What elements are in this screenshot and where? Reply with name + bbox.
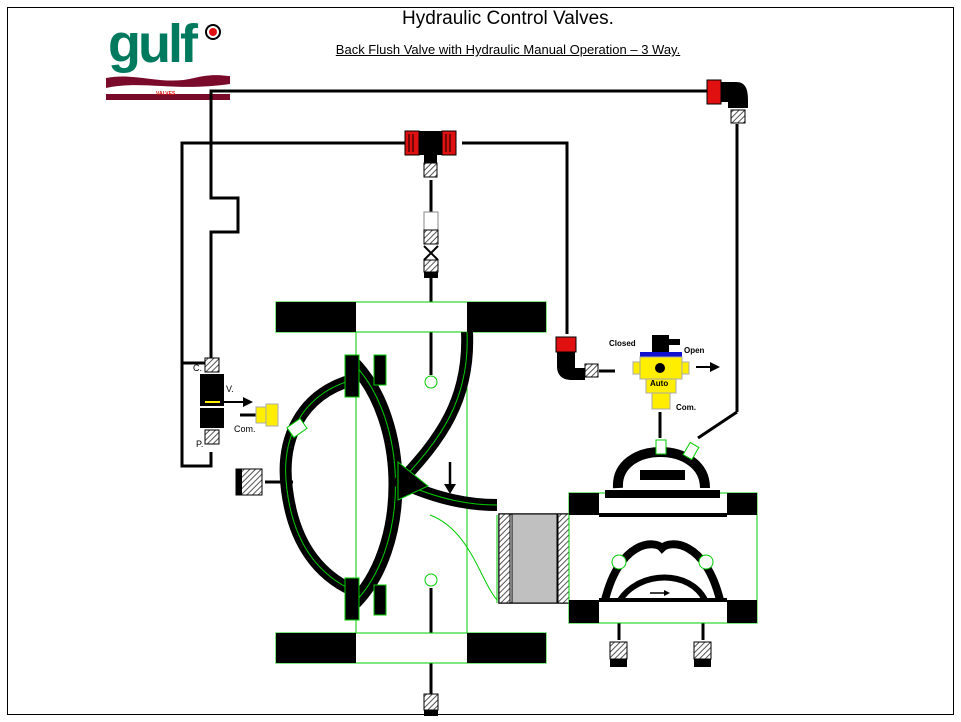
port-plugs [235,468,712,716]
gulf-logo: gulf VALVES [104,14,232,104]
logo-mark-icon [205,24,221,40]
manual-selector [632,335,720,410]
filter-spool [498,513,570,604]
logo-wave [106,75,230,100]
label-p-port: P. [196,439,204,449]
logo-wordmark: gulf [108,14,198,74]
elbow-fitting-top [706,79,748,124]
label-com-left: Com. [234,424,256,434]
diagram-frame [7,7,954,715]
elbow-fitting-mid [555,336,599,380]
strainer-fitting [423,211,439,278]
yellow-fitting-left [255,403,279,427]
left-relay [200,357,253,445]
label-com-right: Com. [676,403,696,412]
logo-mark-inner [209,28,217,36]
label-auto: Auto [650,379,669,388]
page-subtitle: Back Flush Valve with Hydraulic Manual O… [335,42,681,57]
main-valve-body [275,301,547,664]
label-closed: Closed [609,339,636,348]
three-way-valve-body [568,439,758,624]
label-c-port: C. [193,363,202,373]
label-v-port: V. [226,384,234,394]
page-title: Hydraulic Control Valves. [402,8,614,29]
label-open: Open [684,346,705,355]
logo-tagline: VALVES [156,91,176,97]
tee-fitting [404,130,457,178]
